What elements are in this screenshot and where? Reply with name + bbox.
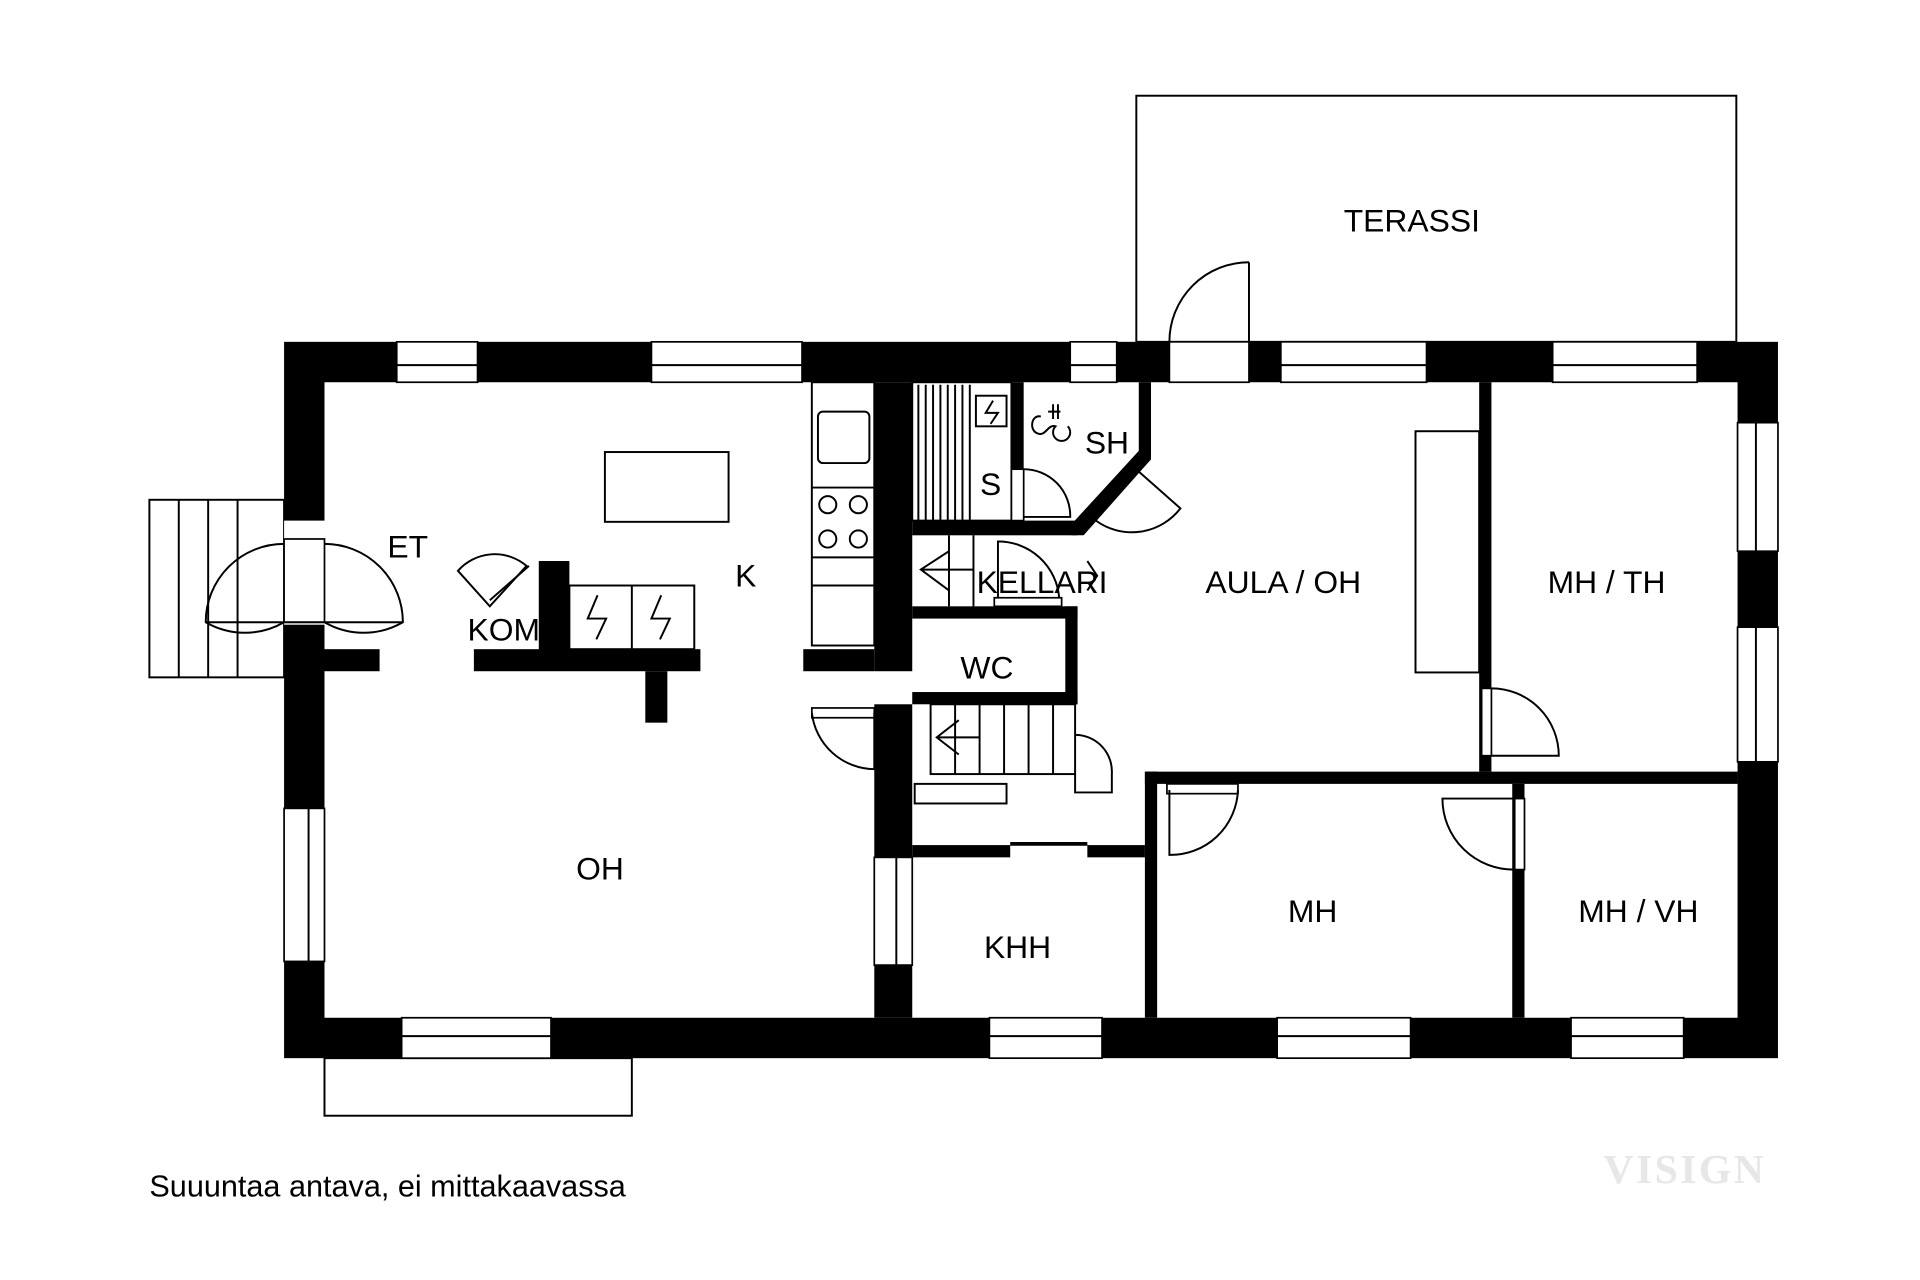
main-stairs [913,703,1113,805]
balcony-outline [323,1057,633,1117]
sauna-benches [911,381,1013,522]
label-sauna: S [980,466,1001,502]
label-bedroom-wardrobe: MH / VH [1578,893,1698,929]
windows [283,340,1779,1060]
shower-fixture [1031,404,1072,442]
label-wc: WC [960,650,1013,686]
label-terrace: TERASSI [1344,203,1480,239]
label-living: OH [576,850,624,886]
bedroom-doors [1166,687,1560,871]
label-utility: KHH [984,929,1051,965]
sauna-door [1010,468,1072,522]
kitchen-counter [810,381,876,647]
entry-door [204,520,404,634]
scale-note: Suuuntaa antava, ei mittakaavassa [149,1170,626,1204]
hall-wardrobe [1414,430,1481,674]
label-entry: ET [387,528,428,564]
shower-door [1086,467,1182,534]
label-cellar: KELLARI [977,564,1108,600]
label-bedroom-study: MH / TH [1548,564,1666,600]
label-kitchen: K [735,558,756,594]
kitchen-island [603,451,730,523]
label-closet: KOM. [467,612,548,648]
living-door [810,707,876,771]
label-hall-living: AULA / OH [1205,564,1361,600]
kom-door [456,553,530,608]
entry-steps [148,498,286,679]
electric-cabinets [568,584,696,651]
watermark: VISIGN [1604,1147,1767,1193]
label-bedroom: MH [1288,893,1338,929]
cellar-stairs [919,535,1099,608]
label-shower: SH [1085,424,1129,460]
terrace-door [1168,261,1250,384]
interior-walls [324,382,1738,1018]
